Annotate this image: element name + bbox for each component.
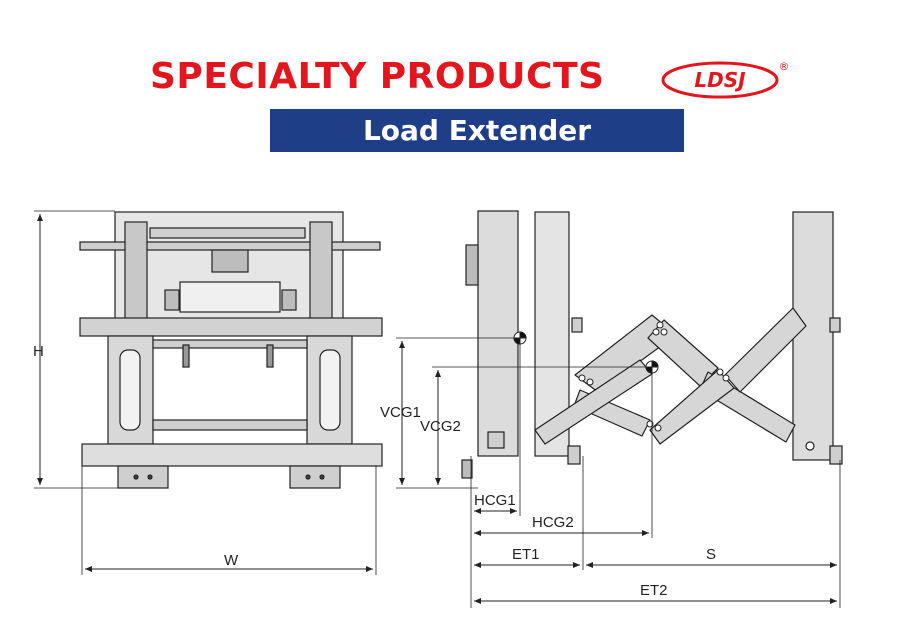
side-dimensions [396,337,841,608]
front-view [79,211,383,489]
ldsj-logo: LDSJ ® [661,60,790,99]
subtitle-banner: Load Extender [270,109,684,152]
subtitle-text: Load Extender [362,114,592,147]
dim-hcg2-label: HCG2 [532,514,574,531]
dim-et2-label: ET2 [640,582,668,599]
front-dimensions [34,210,377,575]
dim-et1-label: ET1 [512,546,540,563]
scissor-arms [534,307,807,445]
dim-hcg1-label: HCG1 [474,492,516,509]
dim-vcg1-label: VCG1 [380,404,421,421]
pivot-pins [578,321,730,432]
dim-vcg2-label: VCG2 [420,418,461,435]
brand-logo-text: LDSJ [694,68,746,92]
center-of-gravity-markers [513,331,659,374]
dim-h-label: H [33,343,44,360]
dim-w-label: W [224,552,239,569]
dim-s-label: S [706,546,716,563]
registered-mark: ® [779,60,790,73]
page-title: SPECIALTY PRODUCTS [150,56,605,97]
